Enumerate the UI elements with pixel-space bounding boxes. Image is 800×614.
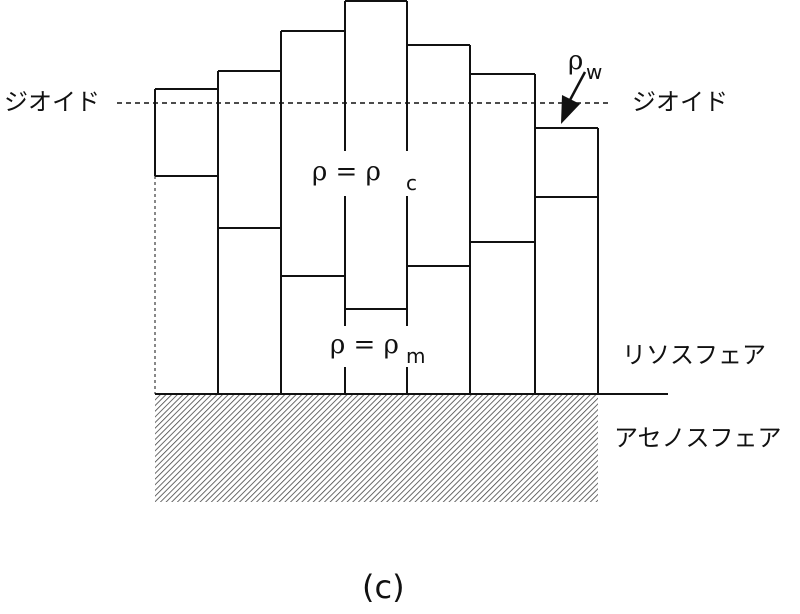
mantle-density-sub: m: [406, 344, 425, 368]
column-2: [217, 31, 282, 394]
lithosphere-label: リソスフェア: [622, 341, 766, 369]
crust-density-symbol: ρ = ρ: [312, 157, 381, 187]
asthenosphere-region: [155, 395, 598, 502]
water-density-symbol: ρ: [568, 46, 583, 76]
column-7: [535, 127, 599, 394]
arrow-down-icon: [561, 71, 587, 124]
column-3: [281, 1, 346, 394]
column-4: [345, 0, 408, 394]
column-5: [407, 44, 471, 394]
geoid-label-right: ジオイド: [632, 88, 728, 116]
column-1: [154, 88, 219, 394]
crust-density-sub: c: [406, 171, 417, 195]
column-6: [470, 73, 536, 394]
figure-caption: (c): [362, 568, 405, 606]
water-density-sub: w: [586, 60, 602, 84]
asthenosphere-label: アセノスフェア: [614, 424, 782, 452]
geoid-label-left: ジオイド: [4, 88, 100, 116]
mantle-density-symbol: ρ = ρ: [330, 330, 399, 360]
